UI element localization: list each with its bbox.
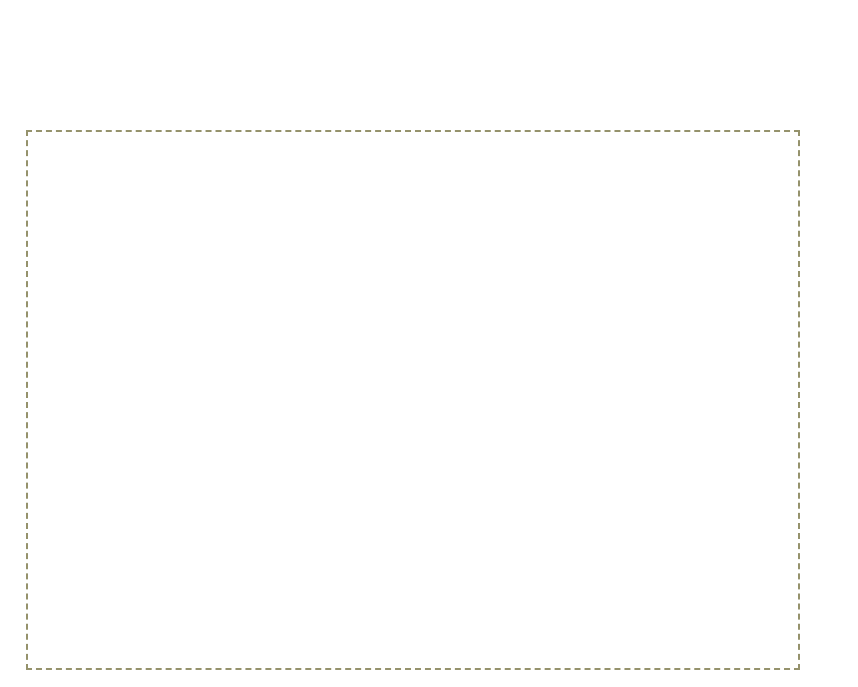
company-boundary-dashed-box [26,130,800,670]
connector-lines [0,0,300,150]
